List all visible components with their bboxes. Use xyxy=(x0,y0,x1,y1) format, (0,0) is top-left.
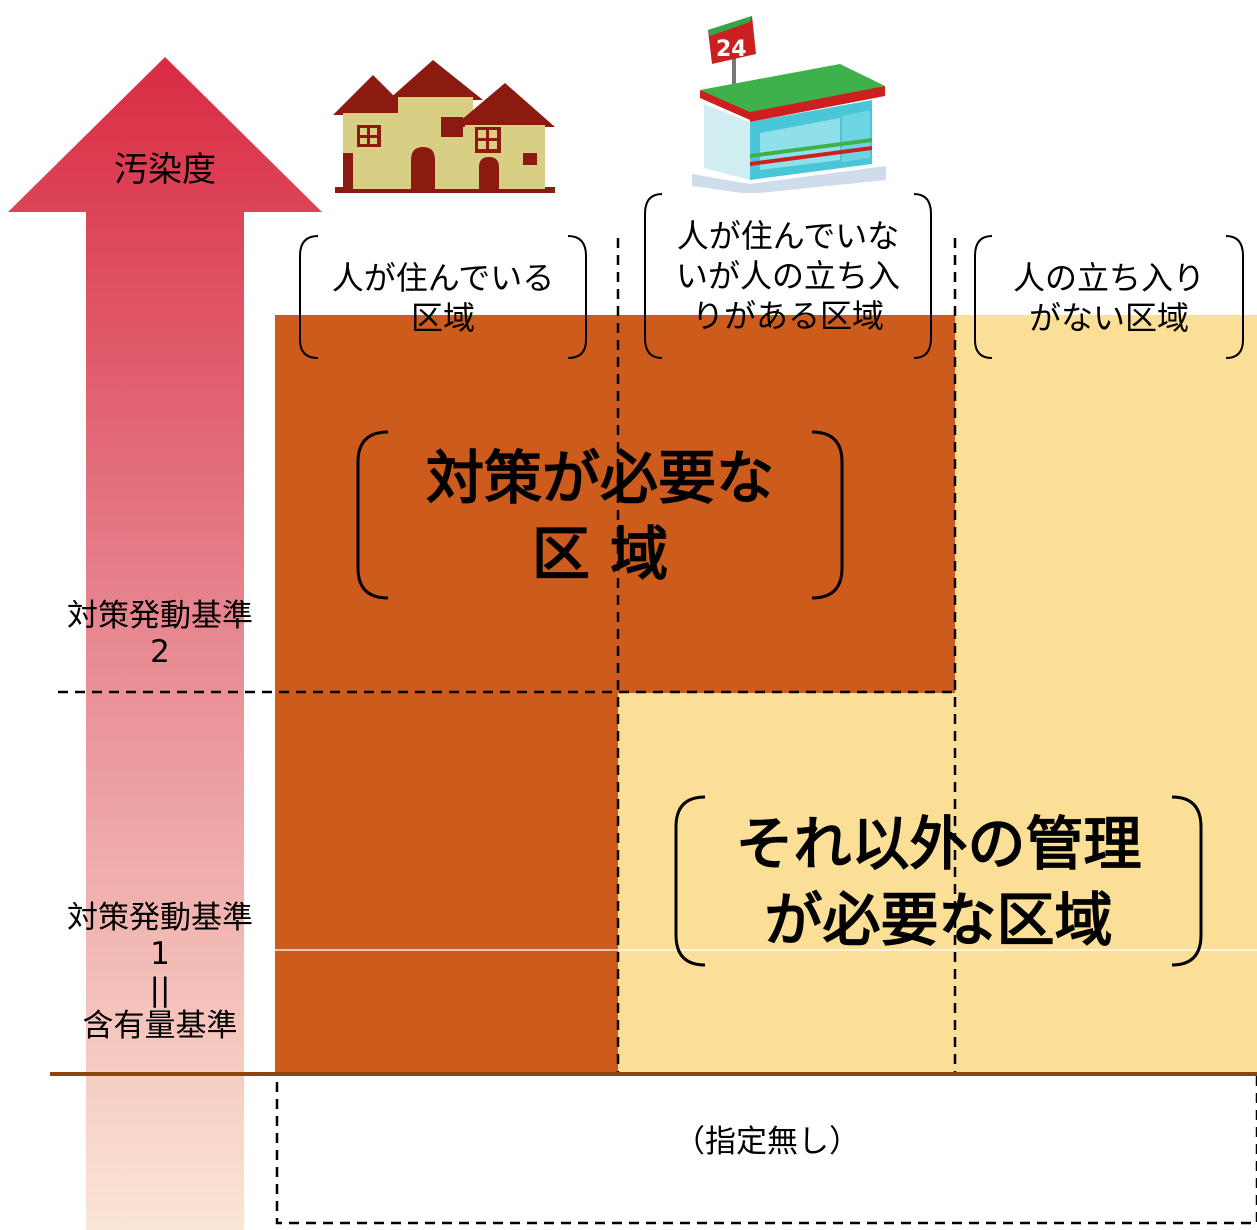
threshold-line: || xyxy=(149,972,171,1008)
houses-icon xyxy=(333,60,555,193)
axis-label: 汚染度 xyxy=(114,150,216,190)
column-label-line: がない区域 xyxy=(1028,299,1189,337)
action-required-zone-label: 対策が必要な 区 域 xyxy=(358,440,842,592)
pollution-degree-arrow xyxy=(8,57,322,1230)
column-label-no-entry: 人の立ち入り がない区域 xyxy=(975,258,1243,338)
action-zone-block-lower xyxy=(275,693,618,1072)
column-label-line: 区域 xyxy=(410,299,475,337)
zone-label-line: 対策が必要な xyxy=(425,444,774,512)
column-label-line: いが人の立ち入 xyxy=(675,257,900,295)
threshold-level1-label: 対策発動基準 1 || 含有量基準 xyxy=(40,900,280,1044)
threshold-level2-label: 対策発動基準 2 xyxy=(40,598,280,670)
threshold-line: 対策発動基準 xyxy=(67,900,253,936)
column-label-residential: 人が住んでいる 区域 xyxy=(300,258,586,338)
convenience-store-24-icon: 24 xyxy=(692,16,886,193)
column-label-line: 人の立ち入り xyxy=(1012,259,1205,297)
management-zone-block-right xyxy=(955,315,1257,1072)
column-label-line: りがある区域 xyxy=(691,297,884,335)
column-label-line: 人が住んでいる xyxy=(331,259,555,297)
management-zone-block-lower xyxy=(618,693,955,1072)
threshold-line: 対策発動基準 xyxy=(67,598,253,634)
other-management-zone-label: それ以外の管理 が必要な区域 xyxy=(676,806,1201,958)
zone-label-line: それ以外の管理 xyxy=(735,810,1142,878)
column-label-entry-area: 人が住んでいな いが人の立ち入 りがある区域 xyxy=(645,216,931,336)
zone-label-line: が必要な区域 xyxy=(764,886,1113,954)
not-designated-label: （指定無し） xyxy=(674,1124,860,1160)
svg-text:24: 24 xyxy=(716,37,747,62)
threshold-line: 含有量基準 xyxy=(82,1008,238,1044)
threshold-line: 1 xyxy=(150,936,170,972)
zone-label-line: 区 域 xyxy=(531,520,669,588)
column-label-line: 人が住んでいな xyxy=(676,217,900,255)
threshold-line: 2 xyxy=(150,634,170,670)
